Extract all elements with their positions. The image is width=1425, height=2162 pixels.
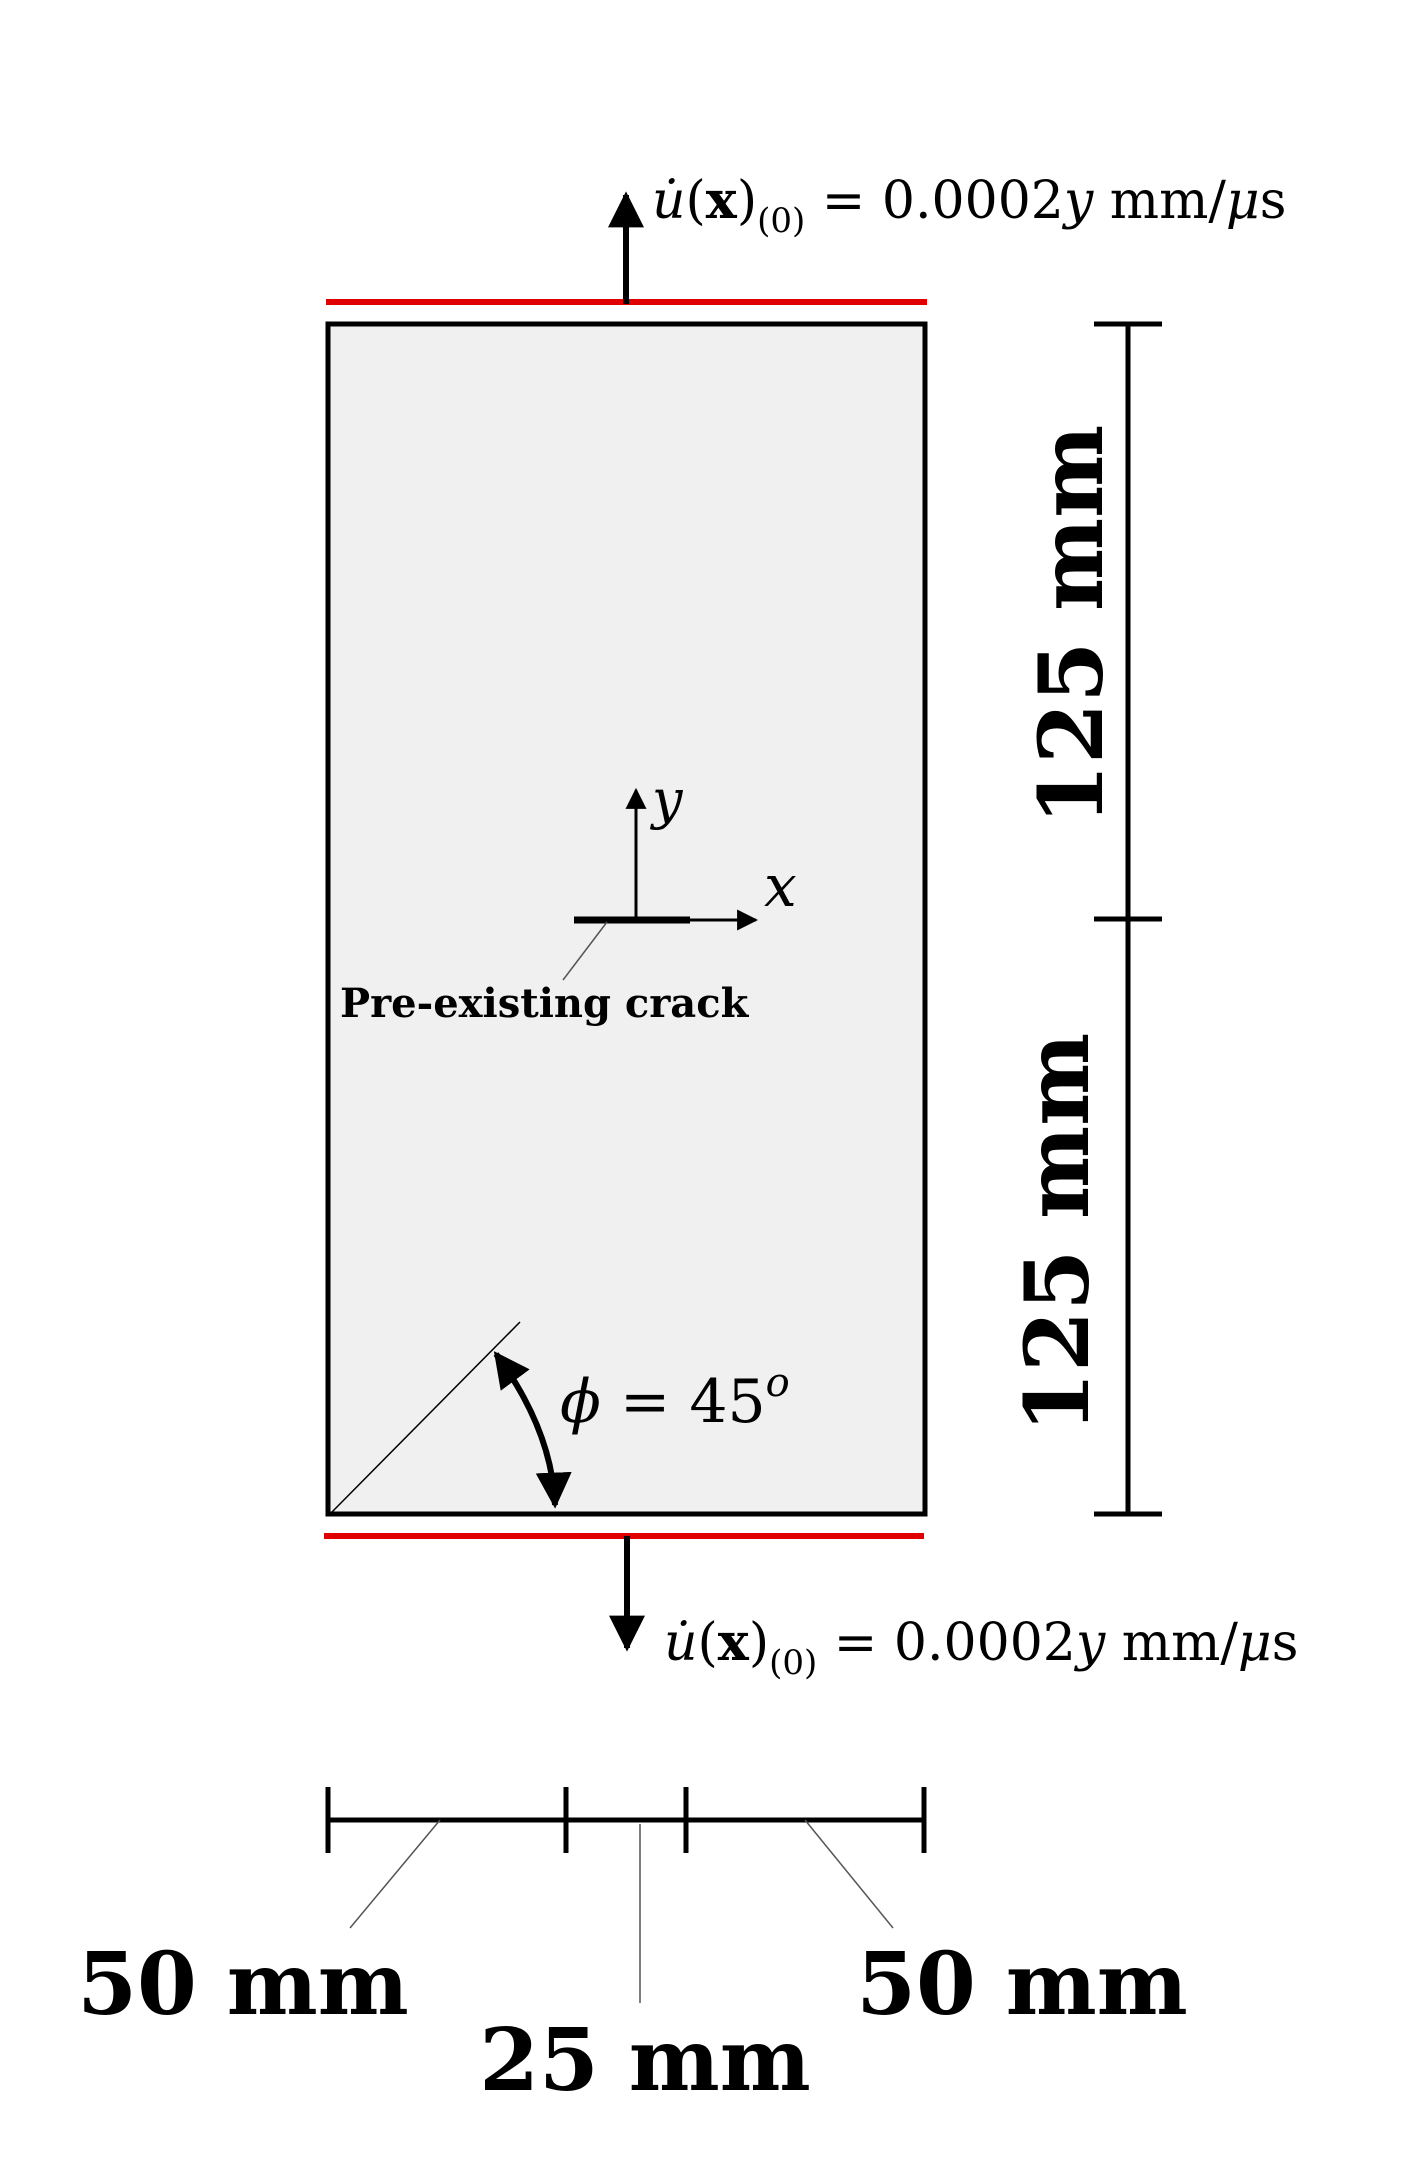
y-axis-label: y: [650, 768, 684, 831]
right-width-leader: [804, 1819, 894, 1929]
mid-width-label: 25 mm: [479, 2010, 811, 2111]
bottom-load-label: u̇(x)(0) = 0.0002y mm/μs: [664, 1612, 1298, 1683]
angle-arc: [493, 1351, 572, 1509]
crack-label: Pre-existing crack: [340, 980, 750, 1027]
right-width-label: 50 mm: [856, 1934, 1188, 2035]
left-width-leader: [349, 1819, 441, 1929]
crack-leader-line: [562, 921, 608, 981]
lower-height-label: 125 mm: [1005, 1033, 1109, 1434]
angle-label: ϕ = 45o: [560, 1360, 790, 1437]
upper-height-label: 125 mm: [1019, 425, 1123, 826]
left-width-label: 50 mm: [77, 1934, 409, 2035]
angle-reference-line: [329, 1321, 521, 1515]
x-axis-label: x: [764, 852, 797, 920]
top-load-label: u̇(x)(0) = 0.0002y mm/μs: [652, 170, 1286, 241]
